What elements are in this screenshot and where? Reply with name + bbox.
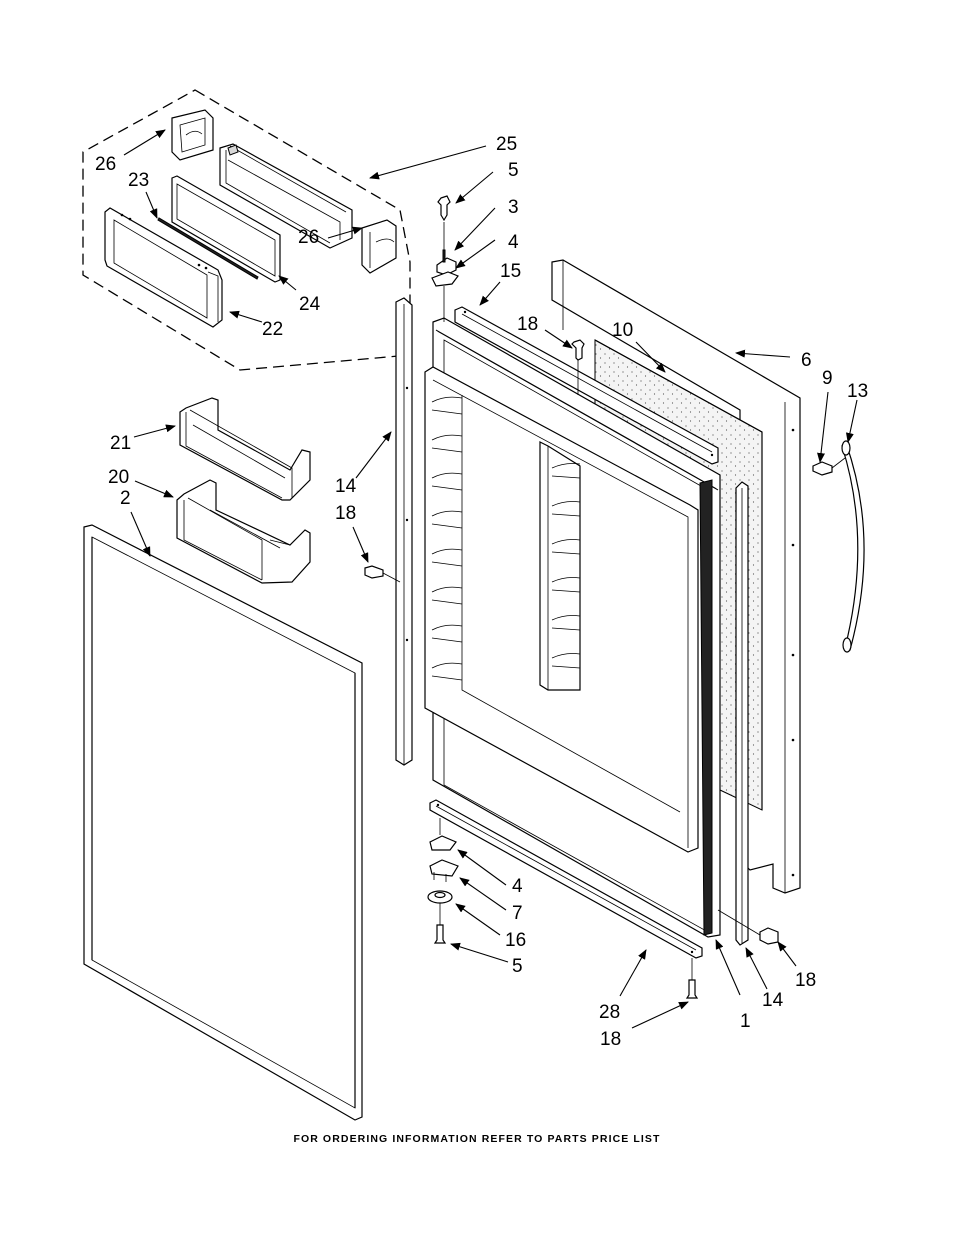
callout-23: 23 <box>128 170 149 191</box>
callout-14-right: 14 <box>762 990 784 1011</box>
trim-strip <box>157 217 259 280</box>
callout-7: 7 <box>512 903 523 924</box>
top-door-channel <box>454 306 719 465</box>
callout-24: 24 <box>299 294 321 315</box>
drawer-assembly-group <box>82 89 411 371</box>
callout-4-top: 4 <box>508 232 519 253</box>
drawer-bin <box>219 143 353 249</box>
callout-5-top: 5 <box>508 160 519 181</box>
center-shelf-rail <box>539 441 581 691</box>
callout-18-left: 18 <box>335 503 356 524</box>
bottom-door-channel <box>429 799 703 959</box>
side-trim-left <box>395 297 413 766</box>
callout-20: 20 <box>108 467 129 488</box>
door-shelf-bin-lower <box>176 479 311 584</box>
callout-22: 22 <box>262 319 283 340</box>
door-gasket <box>83 524 363 1121</box>
callout-15: 15 <box>500 261 521 282</box>
screw-left-trim <box>364 565 401 583</box>
callout-6: 6 <box>801 350 812 371</box>
callout-13: 13 <box>847 381 868 402</box>
assembly-boundary <box>82 89 411 371</box>
bin-end-cap-left <box>171 109 214 161</box>
callout-2: 2 <box>120 488 131 509</box>
side-trim-right <box>735 481 749 946</box>
callout-5-bottom: 5 <box>512 956 523 977</box>
door-handle <box>841 440 865 653</box>
handle-screw <box>812 457 846 476</box>
callout-25: 25 <box>496 134 517 155</box>
callout-9: 9 <box>822 368 833 389</box>
bottom-hinge-hardware <box>427 818 459 944</box>
bin-end-cap-right <box>361 219 397 274</box>
drawer-front <box>104 207 223 328</box>
top-hinge-hardware <box>431 195 459 322</box>
callout-4-bottom: 4 <box>512 876 523 897</box>
callout-18-right: 18 <box>795 970 816 991</box>
callout-18-bottom: 18 <box>600 1029 621 1050</box>
callout-16: 16 <box>505 930 526 951</box>
callout-1: 1 <box>740 1011 751 1032</box>
door-shelf-bin-upper <box>179 397 311 501</box>
shelf-studs-left <box>431 396 463 681</box>
ordering-info-note: FOR ORDERING INFORMATION REFER TO PARTS … <box>293 1133 661 1145</box>
callout-10: 10 <box>612 320 633 341</box>
callout-3: 3 <box>508 197 519 218</box>
callout-26-left: 26 <box>95 154 116 175</box>
leader-arrows <box>123 129 858 1029</box>
callout-14-left: 14 <box>335 476 357 497</box>
door-liner <box>424 317 721 938</box>
screw-top-channel <box>571 339 585 395</box>
callout-26-right: 26 <box>298 227 319 248</box>
callout-18-top: 18 <box>517 314 538 335</box>
callout-21: 21 <box>110 433 131 454</box>
screw-bottom-channel <box>685 958 699 999</box>
callout-labels: 26 23 25 5 3 4 26 24 22 15 18 10 6 9 13 … <box>95 134 868 1050</box>
callout-28: 28 <box>599 1002 620 1023</box>
